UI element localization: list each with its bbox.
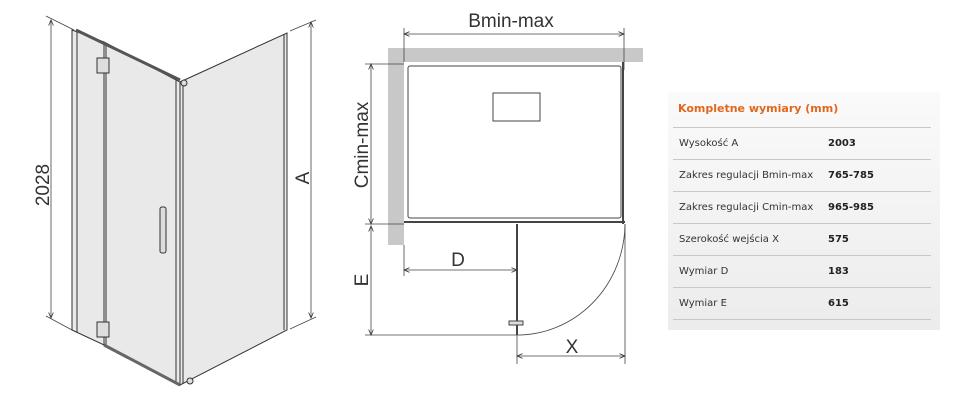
row-label: Wysokość A bbox=[679, 138, 739, 149]
row-value: 965-985 bbox=[828, 202, 874, 213]
table-row: Szerokość wejścia X 575 bbox=[673, 223, 931, 256]
dimension-e-label: E bbox=[352, 274, 373, 287]
perspective-dimensions bbox=[45, 15, 317, 331]
right-side-panel bbox=[179, 32, 288, 386]
door-handle bbox=[159, 206, 167, 254]
table-row: Zakres regulacji Bmin-max 765-785 bbox=[673, 159, 931, 192]
dimension-2028-label: 2028 bbox=[33, 164, 54, 206]
row-label: Zakres regulacji Cmin-max bbox=[679, 202, 814, 213]
row-label: Wymiar E bbox=[679, 298, 727, 309]
row-value: 575 bbox=[828, 234, 849, 245]
shower-tray bbox=[407, 65, 622, 219]
dimension-b-label: Bmin-max bbox=[468, 11, 554, 32]
drain bbox=[492, 92, 541, 122]
table-row: Wysokość A 2003 bbox=[673, 127, 931, 160]
row-label: Wymiar D bbox=[679, 266, 729, 277]
row-value: 2003 bbox=[828, 138, 856, 149]
dimension-d-label: D bbox=[451, 250, 465, 271]
shower-plan-view bbox=[388, 48, 643, 336]
row-value: 183 bbox=[828, 266, 849, 277]
table-row: Wymiar E 615 bbox=[673, 287, 931, 320]
door-swing-arc bbox=[516, 223, 626, 336]
plan-dimensions bbox=[365, 28, 625, 364]
door-panel bbox=[103, 41, 181, 386]
table-row: Wymiar D 183 bbox=[673, 255, 931, 288]
row-value: 765-785 bbox=[828, 170, 874, 181]
dimension-c-label: Cmin-max bbox=[352, 101, 373, 188]
dimension-a-label: A bbox=[293, 171, 314, 184]
row-label: Zakres regulacji Bmin-max bbox=[679, 170, 814, 181]
table-row: Zakres regulacji Cmin-max 965-985 bbox=[673, 191, 931, 224]
row-value: 615 bbox=[828, 298, 849, 309]
hinge-bottom bbox=[96, 321, 110, 338]
dimensions-table: Kompletne wymiary (mm) Wysokość A 2003 Za… bbox=[668, 92, 940, 330]
dimension-x-label: X bbox=[566, 337, 579, 358]
table-title: Kompletne wymiary (mm) bbox=[678, 102, 839, 115]
hinge-top bbox=[96, 57, 110, 74]
table-divider bbox=[673, 319, 931, 320]
shower-perspective-view bbox=[71, 28, 288, 387]
row-label: Szerokość wejścia X bbox=[679, 234, 779, 245]
